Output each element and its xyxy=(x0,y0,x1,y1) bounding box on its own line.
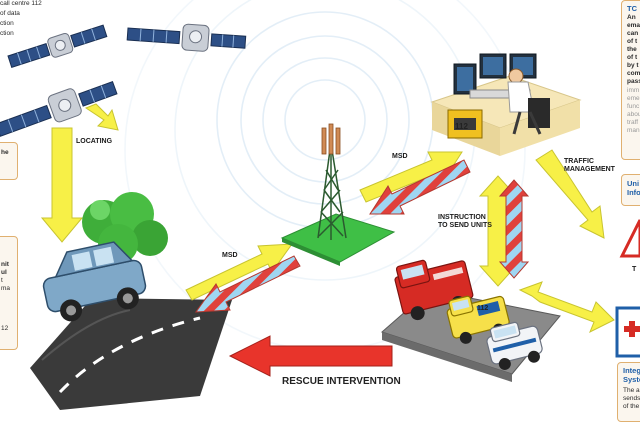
left-info-line: ction xyxy=(0,30,14,37)
tc-box-line: the xyxy=(627,46,637,53)
satellite-icon xyxy=(0,80,118,137)
left-box2-line: ma xyxy=(1,285,11,292)
left-box2-line: 12 xyxy=(1,325,9,332)
locating-label: LOCATING xyxy=(76,138,113,145)
integrated-system-line: sends xyxy=(623,395,640,402)
locating-arrow xyxy=(40,127,84,243)
left-box1-line: he xyxy=(1,149,9,156)
tc-info-box: TC An ema can of t the of t by t com pas… xyxy=(621,0,640,160)
satellite-icon xyxy=(126,23,247,52)
tc-box-line: of t xyxy=(627,54,638,61)
msd-arrow-down-right xyxy=(369,159,471,215)
left-info-line: ction xyxy=(0,20,14,27)
unit-info-title: Uni Info xyxy=(627,179,640,197)
integrated-system-line: The a xyxy=(623,387,640,394)
integrated-system-title: Integ Syste xyxy=(623,366,640,384)
unit-info-box: Uni Info xyxy=(621,174,640,206)
tc-box-line: man xyxy=(627,127,640,134)
tc-box-line: An xyxy=(627,14,636,21)
instruction-arrow-striped xyxy=(498,179,530,279)
msd-arrow-down-left xyxy=(194,255,301,313)
left-box2-line: nit xyxy=(1,261,9,268)
warning-triangle-icon xyxy=(619,219,640,258)
crash-scene xyxy=(30,298,232,410)
instruction-label: INSTRUCTION TO SEND UNITS xyxy=(438,214,492,229)
tc-box-line: by t xyxy=(627,62,639,69)
integrated-system-line: of the xyxy=(623,403,640,410)
tc-box-line: pass xyxy=(627,78,640,85)
left-info-box-2: nit ul t ma 12 xyxy=(0,236,18,350)
tower-platform xyxy=(280,213,396,266)
msd-label-left: MSD xyxy=(222,252,238,259)
traffic-management-arrow xyxy=(535,149,605,239)
tc-box-line: eme xyxy=(627,95,640,102)
left-box2-line: ul xyxy=(1,269,7,276)
tc-box-line: imm xyxy=(627,87,640,94)
left-info-line: call centre 112 xyxy=(0,0,42,7)
left-info-line: of data xyxy=(0,10,20,17)
red-cross-icon xyxy=(615,306,640,358)
satellite-signal-arrow xyxy=(84,103,119,131)
tc-box-line: func xyxy=(627,103,640,110)
crashed-car-icon xyxy=(42,241,147,322)
tc-box-line: can xyxy=(627,30,639,37)
desk-number-label: 112 xyxy=(455,122,468,131)
rescue-arrow xyxy=(228,335,393,377)
vehicle-number-label: 112 xyxy=(477,305,489,312)
msd-arrow-up-left xyxy=(185,243,294,301)
traffic-management-label: TRAFFIC MANAGEMENT xyxy=(564,158,615,173)
operator-icon xyxy=(447,53,550,139)
emergency-vehicles-icon xyxy=(394,259,543,370)
tc-box-line: com xyxy=(627,70,640,77)
integrated-system-box: Integ Syste The a sends of the xyxy=(617,362,640,422)
left-box2-line: t xyxy=(1,277,3,284)
tc-box-line: of t xyxy=(627,38,638,45)
triangle-label: T xyxy=(632,266,637,273)
tc-box-title: TC xyxy=(627,4,637,13)
integrated-system-arrow xyxy=(518,281,615,334)
tc-box-line: traff xyxy=(627,119,639,126)
tower-icon xyxy=(317,123,347,240)
msd-label-right: MSD xyxy=(392,153,408,160)
rescue-intervention-label: RESCUE INTERVENTION xyxy=(282,376,401,387)
left-info-box-1: he xyxy=(0,142,18,180)
tc-box-line: abou xyxy=(627,111,640,118)
tc-box-line: ema xyxy=(627,22,640,29)
satellite-icon xyxy=(7,24,108,69)
